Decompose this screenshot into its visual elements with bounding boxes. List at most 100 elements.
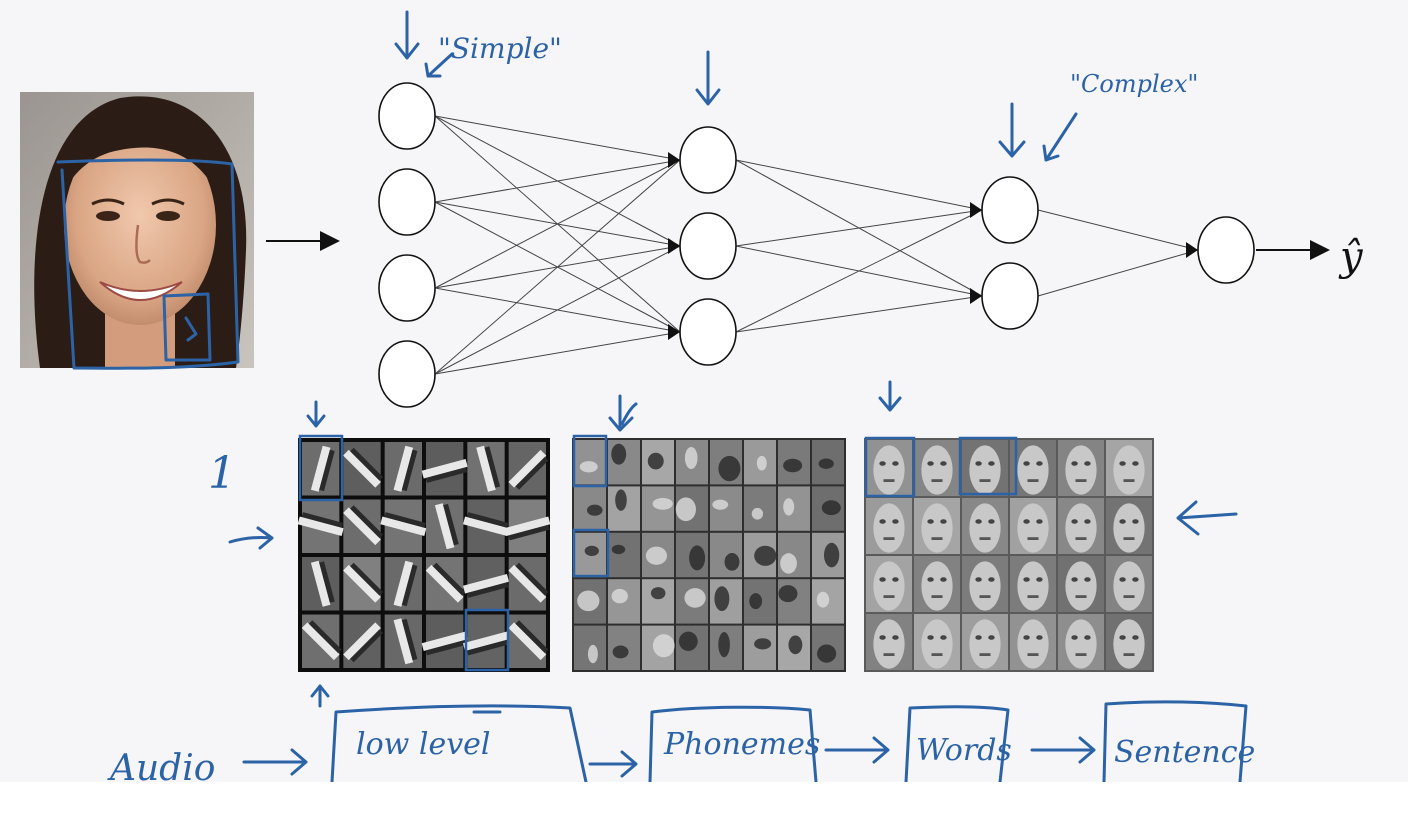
network-edge — [735, 295, 983, 333]
face-eye — [1132, 461, 1139, 466]
face-eye — [892, 461, 899, 466]
highlight-box — [864, 436, 916, 498]
face-eye — [988, 577, 995, 582]
bottom-band — [0, 782, 1422, 814]
part-blob — [612, 645, 629, 659]
down-arrow-grid2 — [608, 394, 638, 432]
feature-cell — [710, 486, 742, 531]
face-eye — [975, 461, 982, 466]
face-shape — [1065, 503, 1097, 553]
network-node — [679, 126, 737, 194]
face-eye — [879, 577, 886, 582]
part-blob — [714, 586, 730, 612]
part-blob — [684, 588, 706, 608]
right-margin-strip — [1408, 0, 1422, 782]
edge-stripe-dark — [515, 456, 549, 490]
edge-stripe — [297, 516, 344, 537]
feature-grid-faces — [864, 438, 1154, 672]
face-eye — [940, 577, 947, 582]
arrow-into-grid1 — [228, 526, 274, 550]
face-photo — [20, 92, 254, 370]
annotation-simple: "Simple" — [438, 32, 562, 65]
part-blob — [788, 635, 803, 655]
highlight-box — [572, 434, 608, 488]
part-blob — [645, 546, 668, 565]
face-eye — [1023, 519, 1030, 524]
feature-grid-edges — [297, 438, 551, 672]
box-words — [904, 705, 1010, 784]
part-blob — [712, 499, 729, 510]
edge-stripe — [425, 564, 464, 603]
part-blob — [584, 545, 599, 557]
face-shape — [1017, 445, 1049, 495]
face-eye — [1023, 577, 1030, 582]
face-shape — [1017, 619, 1049, 669]
edge-arrowhead — [668, 324, 680, 340]
part-blob — [647, 452, 664, 470]
highlight-box — [298, 434, 344, 502]
face-eye — [1084, 635, 1091, 640]
down-arrow-layer1 — [394, 10, 420, 60]
face-shape — [873, 445, 905, 495]
network-edge — [434, 331, 681, 375]
box-phonemes — [648, 705, 818, 784]
edge-stripe-dark — [425, 639, 468, 656]
face-eye — [1071, 519, 1078, 524]
face-eye — [1119, 635, 1126, 640]
part-blob — [783, 458, 803, 473]
arrow-phonemes-to-words — [824, 736, 890, 764]
network-node — [378, 340, 436, 408]
network-node — [378, 254, 436, 322]
label-phonemes: Phonemes — [663, 727, 820, 762]
face-shape — [1017, 503, 1049, 553]
output-label: ŷ — [1338, 234, 1364, 280]
face-eye — [879, 461, 886, 466]
edge-stripe-dark — [308, 620, 342, 654]
down-arrow-layer2 — [695, 50, 721, 106]
face-mouth — [1123, 595, 1135, 598]
edge-stripe — [343, 564, 381, 603]
face-mouth — [1123, 479, 1135, 482]
edge-arrowhead — [668, 238, 680, 254]
face-mouth — [979, 479, 991, 482]
part-blob — [816, 591, 830, 608]
part-blob — [778, 585, 798, 603]
face-mouth — [1027, 653, 1039, 656]
box-sentence — [1102, 700, 1248, 784]
part-blob — [756, 455, 767, 471]
feature-cell — [608, 532, 640, 578]
edge-stripe-dark — [508, 524, 550, 541]
part-blob — [718, 455, 741, 482]
face-shape — [1113, 503, 1145, 553]
highlight-box — [464, 608, 510, 672]
part-blob — [611, 544, 626, 555]
face-eye — [1071, 461, 1078, 466]
arrow-into-grid3 — [1176, 500, 1238, 536]
edge-stripe — [504, 516, 551, 537]
edge-stripe — [434, 503, 455, 550]
edge-arrowhead — [668, 152, 680, 168]
edge-stripe — [462, 516, 510, 537]
edge-stripe-dark — [466, 639, 509, 656]
face-eye — [927, 577, 934, 582]
feature-grid-face-parts — [572, 438, 846, 672]
edge-stripe-dark — [301, 512, 344, 528]
face-mouth — [979, 595, 991, 598]
face-eye — [940, 519, 947, 524]
edge-stripe — [301, 622, 340, 661]
edge-stripe — [508, 564, 547, 603]
face-eye — [1132, 577, 1139, 582]
label-low-level: low level — [356, 727, 491, 762]
face-eye — [1119, 519, 1126, 524]
face-eye — [892, 519, 899, 524]
highlight-box — [958, 436, 1018, 496]
face-shape — [969, 445, 1001, 495]
edge-stripe-dark — [443, 503, 459, 546]
part-blob — [684, 446, 698, 470]
edge-stripe-dark — [350, 629, 384, 663]
pointer-arrow-complex — [1042, 112, 1078, 162]
face-shape — [921, 619, 953, 669]
edge-stripe — [476, 445, 496, 492]
part-blob — [579, 461, 598, 473]
face-eye — [1071, 577, 1078, 582]
